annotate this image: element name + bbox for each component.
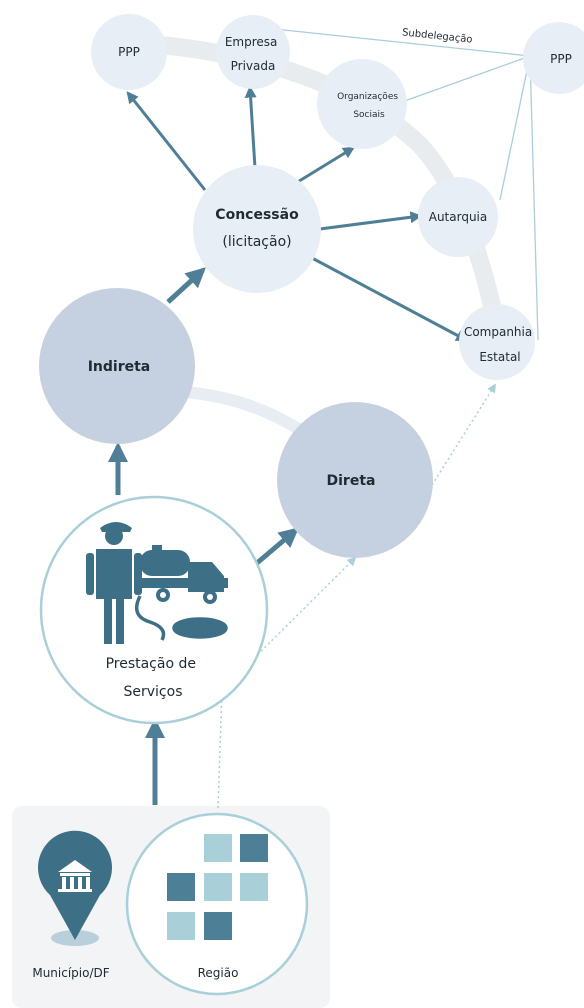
manhole-hose-icon	[134, 595, 228, 641]
ppp-right-node[interactable]	[523, 22, 584, 94]
autarquia-label: Autarquia	[429, 210, 488, 224]
regiao-squares-icon	[167, 834, 268, 940]
concessao-subtitle: (licitação)	[222, 234, 291, 250]
concessao-node[interactable]	[193, 165, 321, 293]
main-arrows	[108, 267, 300, 805]
ppp-right-label: PPP	[550, 52, 572, 66]
municipio-pin-icon	[38, 830, 113, 946]
ppp-left-node[interactable]	[91, 14, 167, 90]
direta-node[interactable]	[277, 402, 433, 558]
concessao-title: Concessão	[215, 207, 299, 223]
empresa-privada-label: Empresa Privada	[225, 35, 281, 73]
indireta-label: Indireta	[88, 359, 151, 375]
arc-indireta-direta	[184, 386, 304, 436]
indireta-node[interactable]	[39, 288, 195, 444]
direta-label: Direta	[327, 473, 376, 489]
concessao-arrows	[126, 85, 469, 342]
regiao-label: Região	[198, 966, 239, 980]
empresa-privada-node[interactable]	[216, 15, 290, 89]
companhia-estatal-label: Companhia Estatal	[464, 325, 536, 364]
tanker-truck-icon	[138, 545, 228, 604]
organizacoes-sociais-node[interactable]	[317, 59, 407, 149]
ppp-left-label: PPP	[118, 45, 140, 59]
prestacao-servicos-label: Prestação de Serviços	[106, 656, 201, 700]
autarquia-node[interactable]	[418, 177, 498, 257]
municipio-label: Município/DF	[32, 966, 109, 980]
companhia-estatal-node[interactable]	[459, 304, 535, 380]
ppp-right-connectors	[264, 27, 539, 341]
organizacoes-sociais-label: Organizações Sociais	[337, 92, 401, 120]
